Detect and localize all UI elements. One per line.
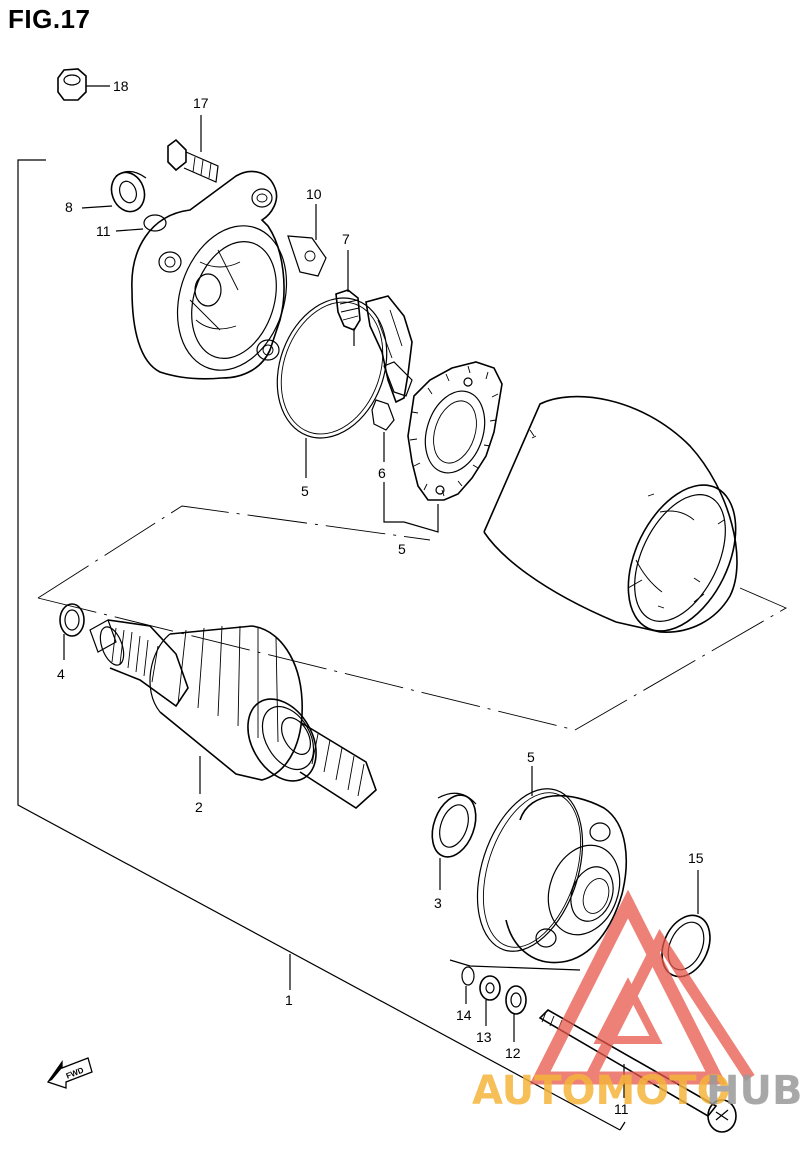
figure-title: FIG.17 — [8, 4, 91, 34]
callout-6: 5 — [398, 541, 406, 557]
callout-12: 11 — [614, 1101, 629, 1117]
callout-17: 17 — [193, 95, 209, 111]
subassembly-frame — [37, 505, 787, 731]
callout-4: 4 — [57, 666, 65, 682]
callout-2: 2 — [195, 799, 203, 815]
yoke-housing-part — [483, 395, 738, 633]
watermark-automoto: AUTOMOTO — [472, 1068, 731, 1114]
forward-arrow-icon: FWD — [46, 1057, 93, 1089]
armature-part — [89, 619, 377, 810]
terminal-bolt-part — [335, 250, 361, 346]
oil-seal-part — [81, 170, 147, 213]
callout-18: 18 — [113, 78, 129, 94]
callout-10: 10 — [306, 186, 322, 202]
callout-11: 11 — [96, 223, 111, 239]
callout-9: 8 — [65, 199, 73, 215]
callout-1: 1 — [285, 992, 293, 1008]
o-ring-part — [115, 214, 167, 232]
assembly-bracket — [17, 159, 626, 1131]
callout-5-upper: 5 — [301, 483, 309, 499]
callout-13: 12 — [505, 1045, 521, 1061]
washer-set-part — [449, 959, 581, 1042]
callout-14: 13 — [476, 1029, 492, 1045]
thrust-washer-part — [59, 603, 85, 660]
rear-housing-part — [131, 170, 327, 380]
callout-7: 6 — [378, 465, 386, 481]
callout-3: 3 — [434, 895, 442, 911]
watermark-text: AUTOMOTO HUB — [472, 1068, 800, 1114]
brush-holder-part — [365, 295, 413, 431]
callout-8: 7 — [342, 231, 350, 247]
callout-15: 14 — [456, 1007, 472, 1023]
front-seal-part — [431, 792, 477, 890]
callout-labels: 18 17 8 11 10 7 5 6 5 4 2 5 3 15 1 14 13… — [57, 78, 704, 1117]
bolt-part — [167, 115, 219, 183]
leader-6-7 — [383, 432, 439, 533]
watermark-hub: HUB — [706, 1068, 800, 1114]
front-cover-part — [476, 766, 627, 964]
gasket-part — [661, 870, 711, 978]
brush-plate-part — [407, 361, 503, 501]
watermark-logo — [529, 889, 755, 1085]
nut-part — [57, 68, 110, 101]
callout-16: 15 — [688, 850, 704, 866]
callout-5-lower: 5 — [527, 749, 535, 765]
